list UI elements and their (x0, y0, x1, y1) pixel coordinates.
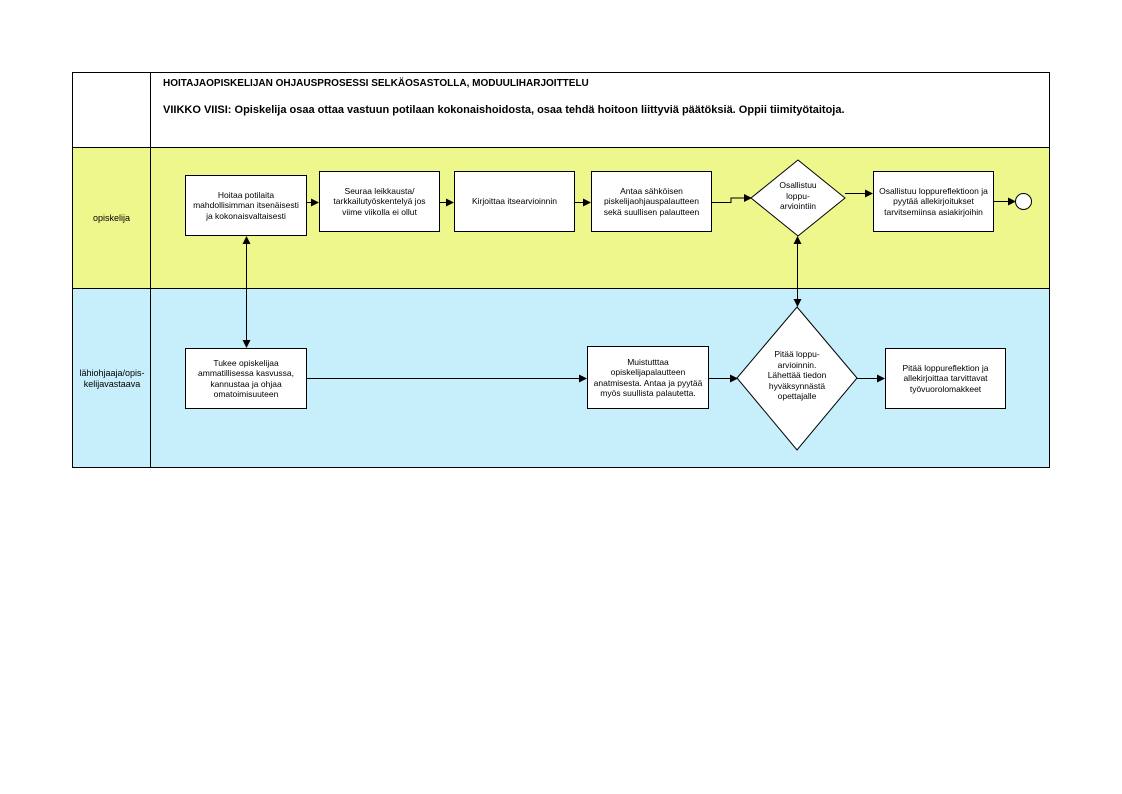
mentor-decision-diamond (736, 306, 858, 451)
student-task-final-reflection: Osallistuu loppureflektioon ja pyytää al… (873, 171, 994, 232)
end-event (1015, 193, 1032, 210)
arrow-task4-decision (712, 194, 752, 203)
student-task-care: Hoitaa potilaita mahdollisimman itsenäis… (185, 175, 307, 236)
lane-label-student: opiskelija (92, 213, 131, 223)
diagram-title: HOITAJAOPISKELIJAN OHJAUSPROSESSI SELKÄO… (163, 78, 589, 89)
lane-label-mentor: lähiohjaaja/opis-kelijavastaava (79, 368, 145, 389)
mentor-task-support: Tukee opiskelijaa ammatillisessa kasvuss… (185, 348, 307, 409)
mentor-decision-label: Pitää loppu-arvioinnin. Lähettää tiedon … (767, 349, 827, 401)
mentor-task-final-reflection: Pitää loppureflektion ja allekirjoittaa … (885, 348, 1006, 409)
student-task-self-assessment: Kirjoittaa itsearvioinnin (454, 171, 575, 232)
student-decision-label: Osallistuu loppu-arviointiin (779, 180, 817, 211)
diagram-subtitle: VIIKKO VIISI: Opiskelija osaa ottaa vast… (163, 104, 845, 116)
mentor-task-remind-feedback: Muistutttaa opiskelijapalautteen anatmis… (587, 346, 709, 409)
header-row (72, 72, 1050, 148)
student-task-surgery: Seuraa leikkausta/ tarkkailutyöskentelyä… (319, 171, 440, 232)
student-task-feedback: Antaa sähköisen piskelijaohjauspalauttee… (591, 171, 712, 232)
student-decision-diamond (750, 159, 846, 237)
